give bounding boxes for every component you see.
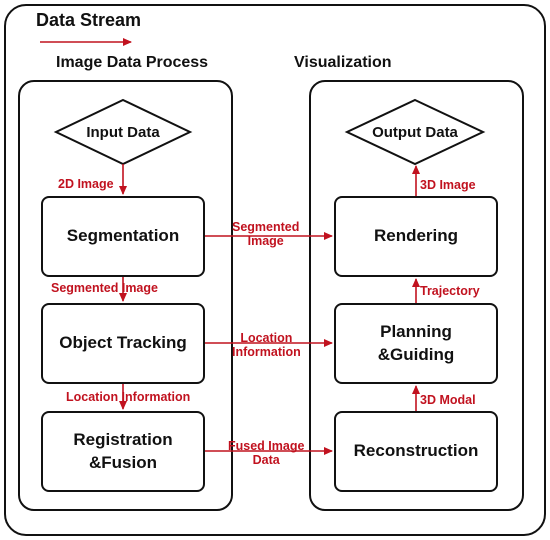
registration-fusion-node: Registration &Fusion bbox=[41, 411, 205, 492]
reconstruction-label: Reconstruction bbox=[353, 441, 479, 461]
edge-label-location-line2: Information bbox=[232, 345, 301, 360]
edge-label-segmented-line1: Segmented bbox=[232, 220, 300, 234]
object-tracking-label: Object Tracking bbox=[59, 333, 187, 353]
left-panel-title: Image Data Process bbox=[56, 54, 209, 71]
edge-label-location-information: Location Information bbox=[66, 390, 191, 404]
segmentation-node: Segmentation bbox=[41, 196, 205, 277]
planning-label-line1: Planning bbox=[380, 322, 452, 342]
edge-label-fused-image-data: Fused Image Data bbox=[228, 439, 304, 468]
edge-label-location-line1: Location bbox=[240, 331, 293, 345]
right-panel bbox=[309, 80, 524, 511]
planning-label-line2: &Guiding bbox=[377, 344, 455, 364]
edge-label-segmented-line2: Image bbox=[247, 234, 284, 249]
legend-title: Data Stream bbox=[36, 10, 142, 30]
right-panel-title: Visualization bbox=[294, 54, 392, 71]
edge-label-trajectory: Trajectory bbox=[420, 284, 480, 298]
input-data-label: Input Data bbox=[86, 123, 160, 141]
object-tracking-node: Object Tracking bbox=[41, 303, 205, 384]
edge-label-3d-modal: 3D Modal bbox=[420, 393, 476, 407]
output-data-label: Output Data bbox=[372, 123, 458, 141]
edge-label-segmented-image: Segmented Image bbox=[51, 281, 158, 295]
edge-label-location-information-cross: Location Information bbox=[232, 331, 301, 360]
registration-label-line1: Registration bbox=[73, 430, 173, 450]
segmentation-label: Segmentation bbox=[66, 226, 180, 246]
left-panel bbox=[18, 80, 233, 511]
edge-label-2d-image: 2D Image bbox=[58, 177, 114, 191]
edge-label-fused-line1: Fused Image bbox=[228, 439, 305, 453]
registration-label-line2: &Fusion bbox=[89, 452, 157, 472]
edge-label-3d-image: 3D Image bbox=[420, 178, 476, 192]
reconstruction-node: Reconstruction bbox=[334, 411, 498, 492]
edge-label-fused-line2: Data bbox=[252, 453, 280, 468]
outer-frame bbox=[4, 4, 546, 536]
edge-label-segmented-image-cross: Segmented Image bbox=[232, 220, 299, 249]
output-data-diamond bbox=[344, 98, 486, 166]
planning-guiding-node: Planning &Guiding bbox=[334, 303, 498, 384]
rendering-node: Rendering bbox=[334, 196, 498, 277]
rendering-label: Rendering bbox=[373, 226, 459, 246]
